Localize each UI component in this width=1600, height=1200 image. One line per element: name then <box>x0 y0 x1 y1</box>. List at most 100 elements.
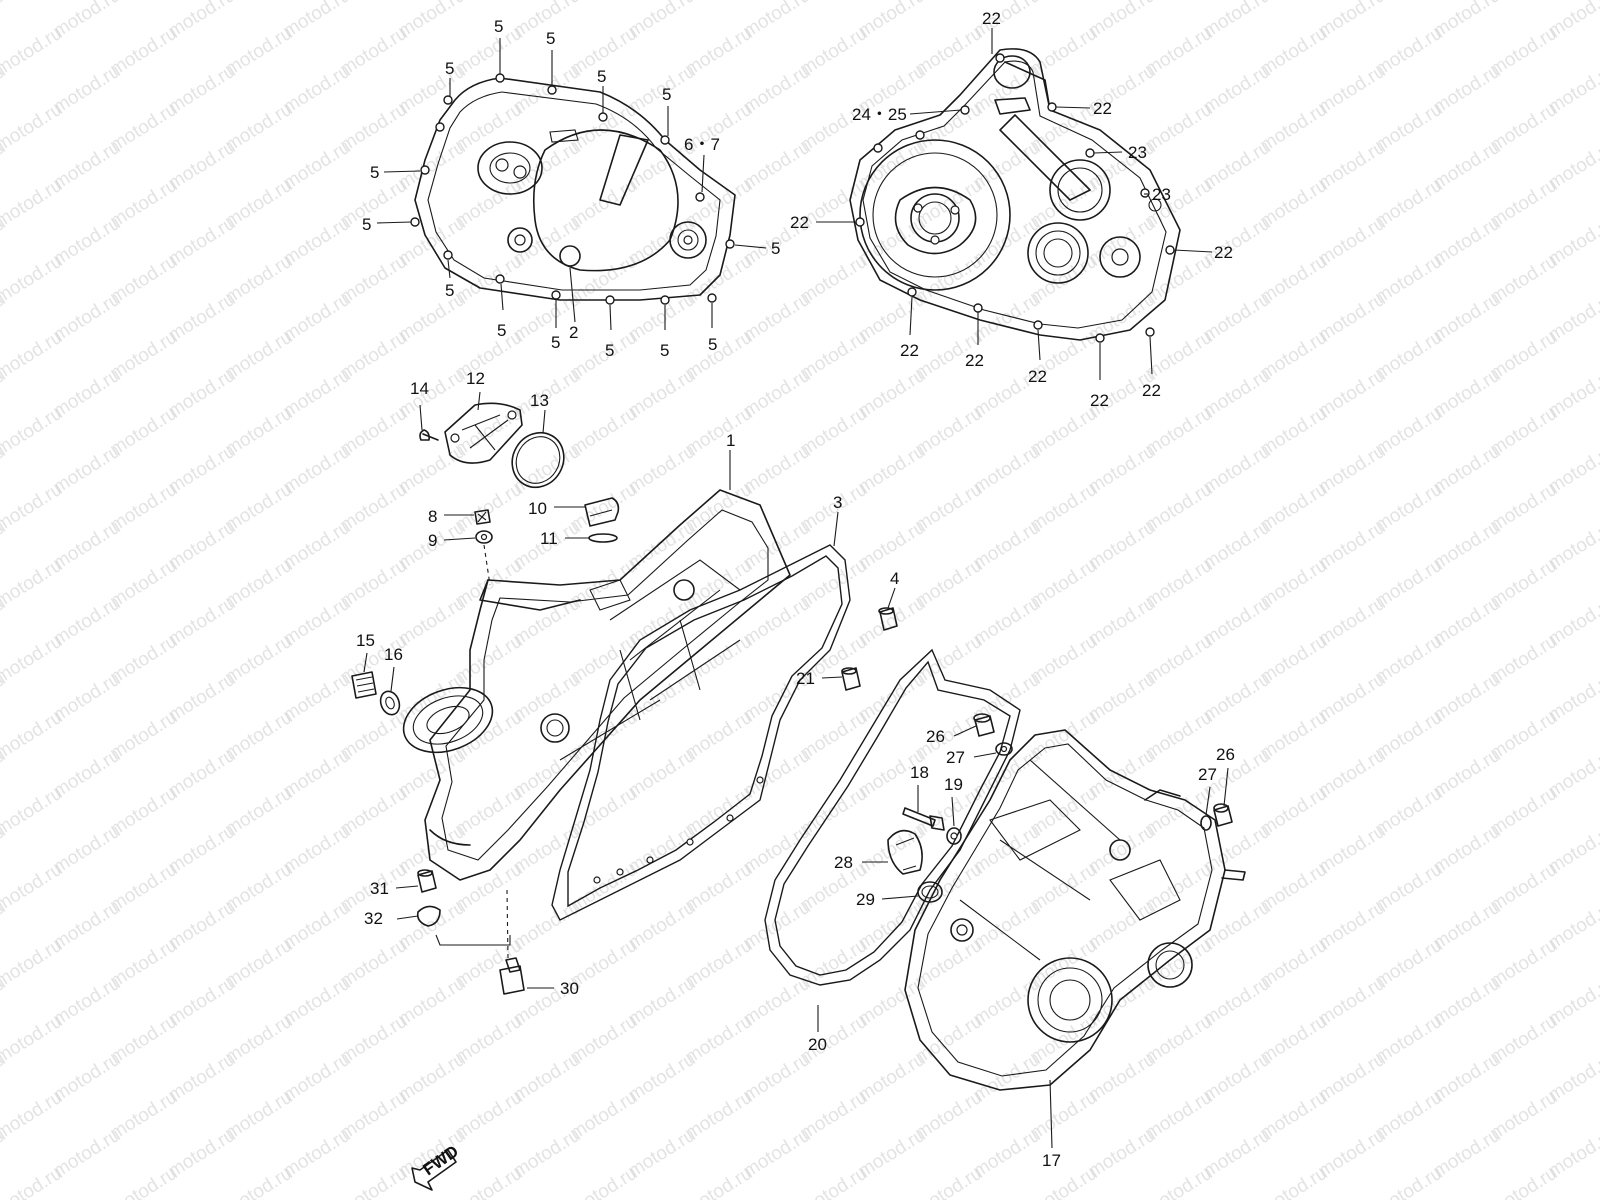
callout-22: 22 <box>1214 243 1233 262</box>
callout-17: 17 <box>1042 1151 1061 1170</box>
callout-23: 23 <box>1128 143 1147 162</box>
callout-23: 23 <box>1152 185 1171 204</box>
callout-22: 22 <box>965 351 984 370</box>
watermark-text: motod.ru <box>0 935 66 993</box>
callout-5: 5 <box>362 215 371 234</box>
gasket-20 <box>764 648 1021 986</box>
callout-5: 5 <box>497 321 506 340</box>
sensor-30-31-32 <box>416 869 525 995</box>
callout-18: 18 <box>910 763 929 782</box>
small-parts-26-29 <box>887 713 1233 903</box>
callout-26: 26 <box>926 727 945 746</box>
callout-22: 22 <box>1090 391 1109 410</box>
watermark-text: motod.ru <box>682 1163 757 1200</box>
clutch-cover <box>410 73 736 305</box>
callout-27: 27 <box>1198 765 1217 784</box>
callout-11: 11 <box>540 529 558 548</box>
watermark-text: motod.ru <box>1142 1163 1217 1200</box>
callout-22: 22 <box>1142 381 1161 400</box>
watermark-text: motod.ru <box>0 707 66 765</box>
watermark-text: motod.ru <box>0 23 66 81</box>
callout-22: 22 <box>982 9 1001 28</box>
watermark-text: motod.ru <box>0 631 66 689</box>
leader-lines <box>363 28 1229 1149</box>
callout-20: 20 <box>808 1035 827 1054</box>
watermark-text: motod.ru <box>1257 1163 1332 1200</box>
callout-2: 2 <box>569 323 578 342</box>
callout-30: 30 <box>560 979 579 998</box>
callout-5: 5 <box>708 335 717 354</box>
watermark-text: motod.ru <box>0 783 66 841</box>
magneto-cover <box>849 48 1181 343</box>
watermark-text: motod.ru <box>0 0 9 42</box>
callout-15: 15 <box>356 631 375 650</box>
callout-5: 5 <box>445 281 454 300</box>
plug-15-washer-16 <box>351 671 401 716</box>
callout-19: 19 <box>944 775 963 794</box>
callout-22: 22 <box>1028 367 1047 386</box>
callout-12: 12 <box>466 369 485 388</box>
watermark-text: motod.ru <box>567 1163 642 1200</box>
callout-9: 9 <box>428 531 437 550</box>
watermark-text: motod.ru <box>452 1163 527 1200</box>
callout-31: 31 <box>370 879 389 898</box>
callout-5: 5 <box>445 59 454 78</box>
callout-8: 8 <box>428 507 437 526</box>
callout-22: 22 <box>1093 99 1112 118</box>
watermark-text: motod.ru <box>0 1087 66 1145</box>
watermark-text: motod.ru <box>0 1163 66 1200</box>
callout-22: 22 <box>790 213 809 232</box>
watermark-text: motod.ru <box>0 859 66 917</box>
watermark-text: motod.ru <box>0 1011 66 1069</box>
watermark-text: motod.ru <box>0 479 66 537</box>
callout-5: 5 <box>605 341 614 360</box>
callout-24-25: 24・25 <box>852 105 907 124</box>
watermark-text: motod.ru <box>107 1163 182 1200</box>
right-crankcase <box>904 729 1246 1091</box>
callout-5: 5 <box>494 17 503 36</box>
watermark-text: motod.ru <box>337 1163 412 1200</box>
callout-5: 5 <box>551 333 560 352</box>
callout-1: 1 <box>726 431 735 450</box>
callout-32: 32 <box>364 909 383 928</box>
watermark-text: motod.ru <box>797 1163 872 1200</box>
callout-5: 5 <box>660 341 669 360</box>
callout-21: 21 <box>796 669 815 688</box>
callout-labels: 5 5 5 5 5 6・7 5 5 5 5 5 5 2 5 5 5 22 24・… <box>356 9 1235 1170</box>
watermark-text: motod.ru <box>0 175 66 233</box>
watermark-text: motod.ru <box>1487 1163 1562 1200</box>
bolt-8-washer-9-plug-10-11 <box>474 497 620 586</box>
watermark-text: motod.ru <box>0 403 66 461</box>
callout-5: 5 <box>771 239 780 258</box>
callout-13: 13 <box>530 391 549 410</box>
callout-5: 5 <box>597 67 606 86</box>
left-crankcase <box>402 489 791 881</box>
watermark-text: motod.ru <box>912 1163 987 1200</box>
watermark-text: motod.ru <box>0 251 66 309</box>
callout-22: 22 <box>900 341 919 360</box>
callout-10: 10 <box>528 499 547 518</box>
callout-14: 14 <box>410 379 429 398</box>
callout-26: 26 <box>1216 745 1235 764</box>
watermark-text: motod.ru <box>1372 1163 1447 1200</box>
callout-6-7: 6・7 <box>684 135 720 154</box>
callout-16: 16 <box>384 645 403 664</box>
callout-5: 5 <box>546 29 555 48</box>
watermark-text: motod.ru <box>222 1163 297 1200</box>
callout-5: 5 <box>662 85 671 104</box>
watermark-text: motod.ru <box>0 327 66 385</box>
callout-4: 4 <box>890 569 899 588</box>
watermark-text: motod.ru <box>0 555 66 613</box>
callout-29: 29 <box>856 890 875 909</box>
callout-5: 5 <box>370 163 379 182</box>
callout-3: 3 <box>833 493 842 512</box>
dowel-pins <box>841 607 898 691</box>
callout-27: 27 <box>946 748 965 767</box>
watermark-text: motod.ru <box>0 0 66 4</box>
callout-28: 28 <box>834 853 853 872</box>
cap-and-o-ring <box>419 402 565 489</box>
watermark-text: motod.ru <box>1027 1163 1102 1200</box>
watermark-text: motod.ru <box>0 99 66 157</box>
